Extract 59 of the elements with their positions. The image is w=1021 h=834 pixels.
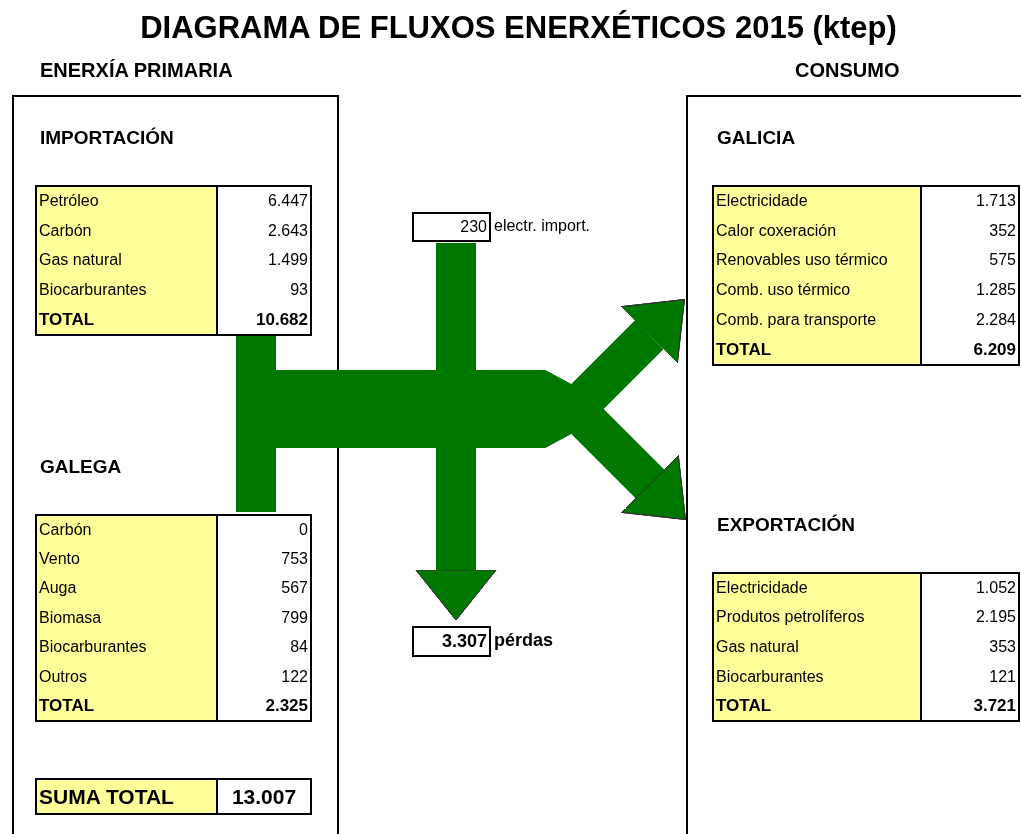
value-cell: 353 [921,632,1019,662]
value-cell: 122 [217,661,311,692]
box-caption: pérdas [494,629,554,652]
panel-heading: CONSUMO [795,59,900,82]
section-heading: IMPORTACIÓN [40,127,174,149]
value-cell: 352 [921,215,1019,246]
value-cell: 2.195 [921,602,1019,633]
category-cell: Calor coxeración [713,215,921,246]
value-cell: 6.447 [217,186,311,216]
value-cell: 753 [217,544,311,574]
value-cell: 567 [217,573,311,604]
total-value-cell: 2.325 [217,691,311,721]
category-cell: Biomasa [36,603,217,633]
category-cell: Auga [36,573,217,604]
value-cell: 575 [921,245,1019,276]
category-cell: Gas natural [713,632,921,662]
total-value-cell: 13.007 [217,779,311,814]
category-cell: Comb. para transporte [713,305,921,335]
value-cell: 799 [217,603,311,633]
section-heading: EXPORTACIÓN [717,514,855,536]
total-label-cell: TOTAL [36,305,217,335]
category-cell: Electricidade [713,186,921,216]
total-label-cell: TOTAL [713,335,921,365]
category-cell: Vento [36,544,217,574]
value-cell: 84 [217,632,311,662]
section-heading: GALICIA [717,127,796,149]
value-box: 3.307 [412,626,491,657]
value-cell: 1.285 [921,275,1019,306]
value-cell: 93 [217,275,311,306]
total-value-cell: 6.209 [921,335,1019,365]
value-cell: 1.499 [217,245,311,276]
panel-heading: ENERXÍA PRIMARIA [40,59,233,82]
total-label-cell: TOTAL [713,691,921,721]
value-cell: 0 [217,515,311,545]
category-cell: Biocarburantes [36,632,217,662]
value-cell: 2.643 [217,215,311,246]
value-box: 230 [412,212,491,242]
category-cell: Carbón [36,515,217,545]
category-cell: Carbón [36,215,217,246]
category-cell: Petróleo [36,186,217,216]
category-cell: Biocarburantes [713,661,921,692]
category-cell: Comb. uso térmico [713,275,921,306]
total-label-cell: TOTAL [36,691,217,721]
category-cell: Biocarburantes [36,275,217,306]
total-value-cell: 10.682 [217,305,311,335]
total-value-cell: 3.721 [921,691,1019,721]
category-cell: Outros [36,661,217,692]
box-caption: electr. import. [494,216,591,236]
value-cell: 2.284 [921,305,1019,335]
category-cell: Produtos petrolíferos [713,602,921,633]
value-cell: 121 [921,661,1019,692]
category-cell: Gas natural [36,245,217,276]
category-cell: Renovables uso térmico [713,245,921,276]
diagram-title: DIAGRAMA DE FLUXOS ENERXÉTICOS 2015 (ktep) [139,10,898,46]
category-cell: Electricidade [713,573,921,603]
value-cell: 1.052 [921,573,1019,603]
section-heading: GALEGA [40,456,122,478]
value-cell: 1.713 [921,186,1019,216]
total-label-cell: SUMA TOTAL [36,779,217,814]
